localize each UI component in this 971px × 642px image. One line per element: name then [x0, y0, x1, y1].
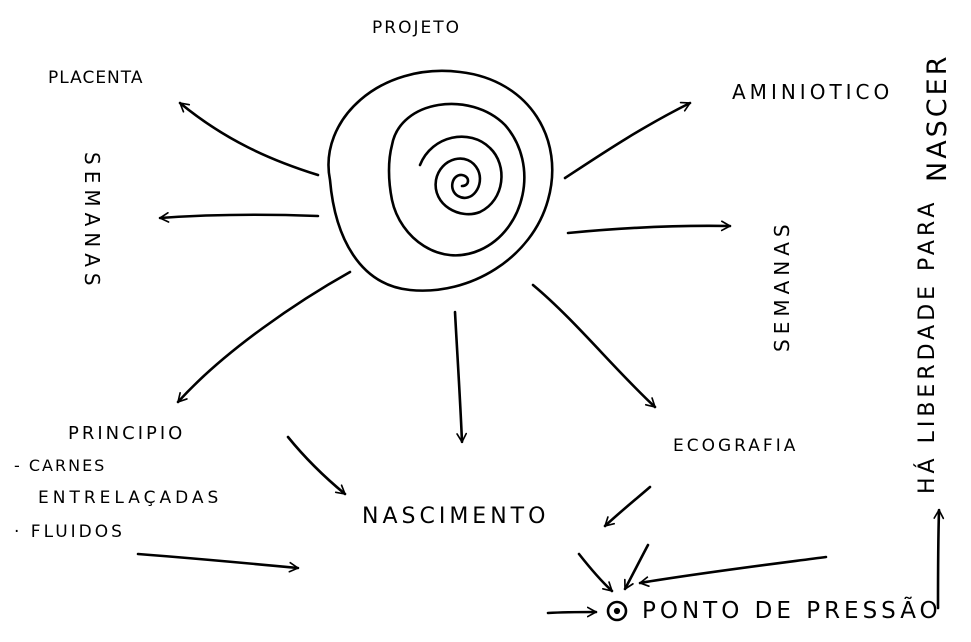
label-entrelacadas: ENTRELAÇADAS — [38, 488, 223, 508]
label-nascer: NASCER — [922, 53, 953, 182]
label-nascimento: NASCIMENTO — [362, 504, 550, 529]
arrow-to-principio — [176, 270, 352, 404]
label-placenta: PLACENTA — [48, 68, 144, 88]
label-ecografia: ECOGRAFIA — [673, 436, 799, 456]
arrow-principio-to-nascimento — [286, 435, 347, 496]
spiral — [418, 135, 503, 216]
arrow-nascimento-to-ponto-2 — [623, 543, 650, 591]
label-aminiotico: AMINIOTICO — [732, 80, 894, 104]
spiral-disc — [327, 69, 554, 292]
label-carnes: - CARNES — [14, 456, 107, 475]
label-ponto-de-pressao: PONTO DE PRESSÃO — [642, 598, 942, 624]
label-ha-liberdade-para: HÁ LIBERDADE PARA — [915, 198, 940, 494]
arrow-ecografia-to-nascimento — [603, 485, 652, 528]
label-projeto: PROJETO — [372, 18, 461, 38]
arrow-right-to-ponto — [638, 555, 828, 587]
arrow-to-aminiotico — [563, 101, 692, 180]
arrows — [136, 101, 945, 618]
arrow-to-semanas-right — [566, 220, 732, 235]
arrow-to-placenta — [178, 101, 320, 177]
arrow-fluidos — [136, 552, 300, 573]
disc-inner — [387, 102, 526, 257]
label-semanas-right: SEMANAS — [770, 219, 794, 352]
arrow-to-ecografia — [531, 283, 657, 409]
label-principio: PRINCIPIO — [68, 423, 186, 444]
arrow-nascimento-to-ponto-1 — [577, 552, 614, 593]
label-semanas-left: SEMANAS — [80, 152, 104, 292]
disc-outer — [327, 69, 554, 292]
ponto-symbol — [606, 600, 628, 622]
arrow-to-nascimento-center — [453, 310, 468, 444]
arrow-into-ponto — [546, 606, 598, 618]
arrow-ponto-to-liberdade — [933, 508, 945, 610]
label-fluidos: · FLUIDOS — [14, 522, 125, 542]
arrow-to-semanas-left — [158, 212, 320, 223]
